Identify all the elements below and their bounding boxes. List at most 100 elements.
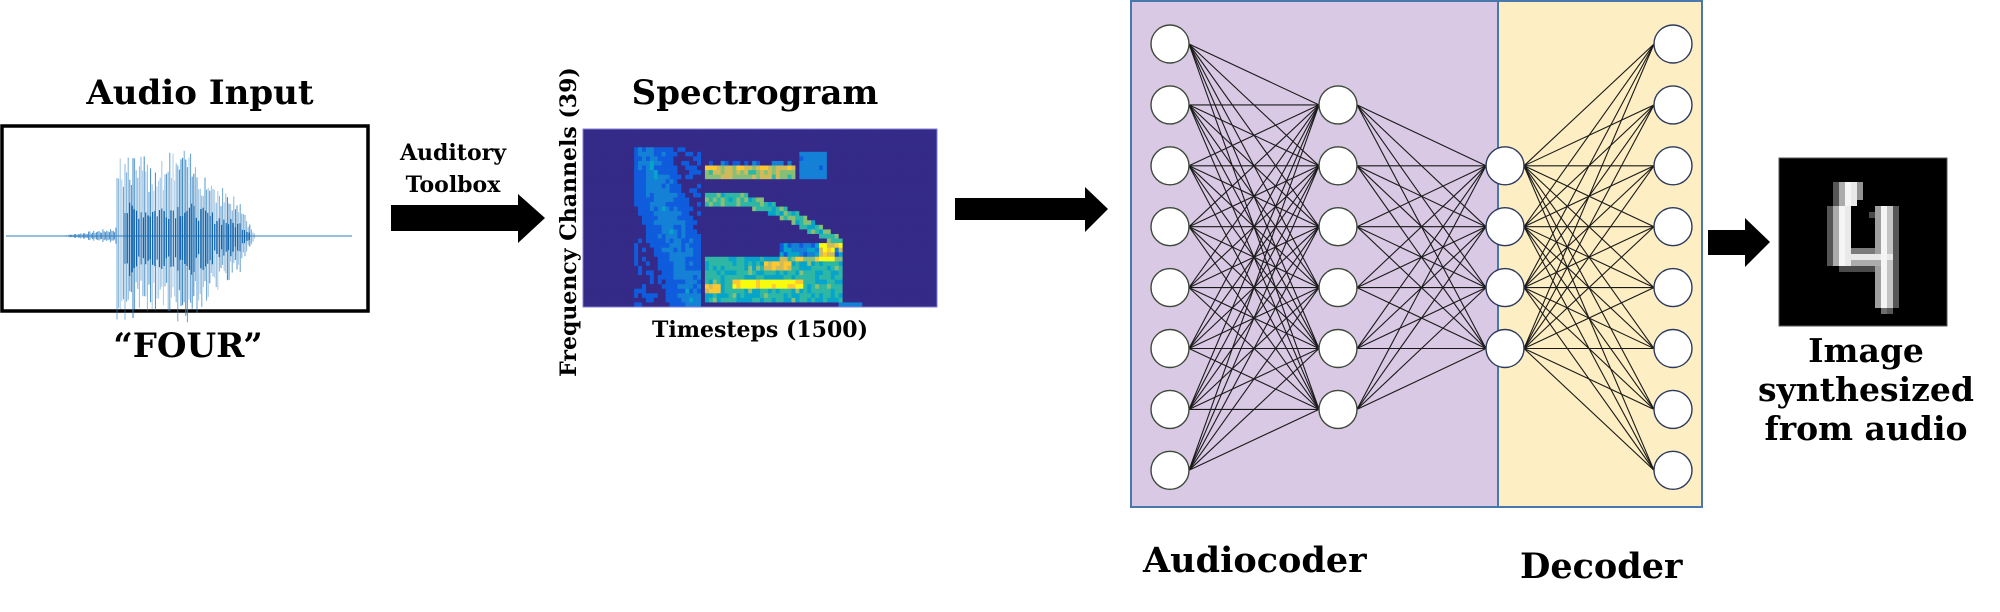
spectrogram-cell <box>795 133 800 139</box>
spectrogram-cell <box>712 147 718 153</box>
spectrogram-cell <box>649 147 655 153</box>
spectrogram-cell <box>685 147 690 153</box>
spectrogram-cell <box>850 261 855 267</box>
spectrogram-cell <box>720 147 725 153</box>
spectrogram-cell <box>689 156 694 162</box>
spectrogram-cell <box>866 247 871 253</box>
spectrogram-cell <box>933 147 938 153</box>
spectrogram-cell <box>803 302 808 308</box>
spectrogram-cell <box>669 206 674 212</box>
spectrogram-cell <box>897 229 902 235</box>
spectrogram-cell <box>645 165 651 171</box>
spectrogram-cell <box>708 270 714 276</box>
spectrogram-cell <box>779 297 784 303</box>
spectrogram-cell <box>858 147 863 153</box>
spectrogram-cell <box>842 247 847 253</box>
spectrogram-cell <box>724 197 729 203</box>
spectrogram-cell <box>791 151 796 157</box>
spectrogram-cell <box>799 293 804 299</box>
spectrogram-cell <box>586 170 592 176</box>
spectrogram-cell <box>834 142 840 148</box>
spectrogram-cell <box>732 275 737 281</box>
spectrogram-cell <box>881 160 887 166</box>
decoder-label: Decoder <box>1520 546 1683 587</box>
spectrogram-cell <box>586 252 592 258</box>
spectrogram-cell <box>614 133 619 139</box>
spectrogram-cell <box>708 247 714 253</box>
spectrogram-cell <box>874 197 879 203</box>
digit-pixel <box>1875 248 1881 254</box>
spectrogram-cell <box>622 261 627 267</box>
spectrogram-cell <box>881 220 887 226</box>
spectrogram-cell <box>645 133 651 139</box>
spectrogram-cell <box>838 215 843 221</box>
spectrogram-cell <box>665 215 670 221</box>
spectrogram-cell <box>740 202 745 207</box>
network-edge <box>1188 104 1320 349</box>
spectrogram-cell <box>728 147 733 153</box>
spectrogram-cell <box>657 297 663 303</box>
spectrogram-cell <box>677 156 682 162</box>
spectrogram-cell <box>803 229 808 235</box>
spectrogram-cell <box>716 215 722 221</box>
spectrogram-cell <box>657 156 663 162</box>
spectrogram-cell <box>598 261 604 267</box>
spectrogram-cell <box>795 147 800 153</box>
spectrogram-cell <box>614 238 619 244</box>
spectrogram-cell <box>736 151 741 157</box>
spectrogram-cell <box>874 238 879 244</box>
spectrogram-cell <box>933 129 938 134</box>
spectrogram-cell <box>732 215 737 221</box>
spectrogram-cell <box>897 188 902 194</box>
spectrogram-cell <box>756 261 761 267</box>
spectrogram-cell <box>799 188 804 194</box>
spectrogram-cell <box>716 243 722 249</box>
spectrogram-cell <box>901 238 906 244</box>
spectrogram-cell <box>740 279 745 285</box>
spectrogram-cell <box>610 202 615 207</box>
spectrogram-cell <box>858 165 863 171</box>
spectrogram-cell <box>834 188 840 194</box>
spectrogram-cell <box>862 288 867 294</box>
spectrogram-cell <box>586 188 592 194</box>
spectrogram-cell <box>763 129 769 134</box>
spectrogram-cell <box>689 165 694 171</box>
spectrogram-cell <box>638 179 643 185</box>
spectrogram-cell <box>673 197 678 203</box>
spectrogram-cell <box>854 215 859 221</box>
spectrogram-cell <box>901 215 906 221</box>
spectrogram-cell <box>622 302 627 308</box>
spectrogram-cell <box>811 302 816 308</box>
spectrogram-cell <box>630 288 635 294</box>
network-edge <box>1356 287 1487 410</box>
spectrogram-cell <box>606 165 611 171</box>
spectrogram-cell <box>630 247 635 253</box>
spectrogram-cell <box>913 256 918 262</box>
spectrogram-cell <box>889 270 895 276</box>
spectrogram-cell <box>586 138 592 144</box>
spectrogram-cell <box>929 202 934 207</box>
spectrogram-cell <box>866 188 871 194</box>
spectrogram-cell <box>791 256 796 262</box>
spectrogram-cell <box>819 243 824 249</box>
spectrogram-cell <box>917 243 922 249</box>
spectrogram-cell <box>649 165 655 171</box>
spectrogram-cell <box>756 133 761 139</box>
spectrogram-cell <box>783 238 788 244</box>
spectrogram-cell <box>669 252 674 258</box>
spectrogram-cell <box>830 261 836 267</box>
spectrogram-cell <box>701 288 706 294</box>
spectrogram-cell <box>870 243 875 249</box>
spectrogram-cell <box>701 224 706 230</box>
spectrogram-cell <box>677 270 682 276</box>
spectrogram-cell <box>909 243 914 249</box>
spectrogram-cell <box>732 256 737 262</box>
spectrogram-cell <box>693 270 698 276</box>
spectrogram-cell <box>740 138 745 144</box>
spectrogram-cell <box>760 279 765 285</box>
spectrogram-cell <box>673 288 678 294</box>
spectrogram-cell <box>858 142 863 148</box>
spectrogram-cell <box>728 279 733 285</box>
spectrogram-cell <box>889 265 895 271</box>
spectrogram-cell <box>622 256 627 262</box>
